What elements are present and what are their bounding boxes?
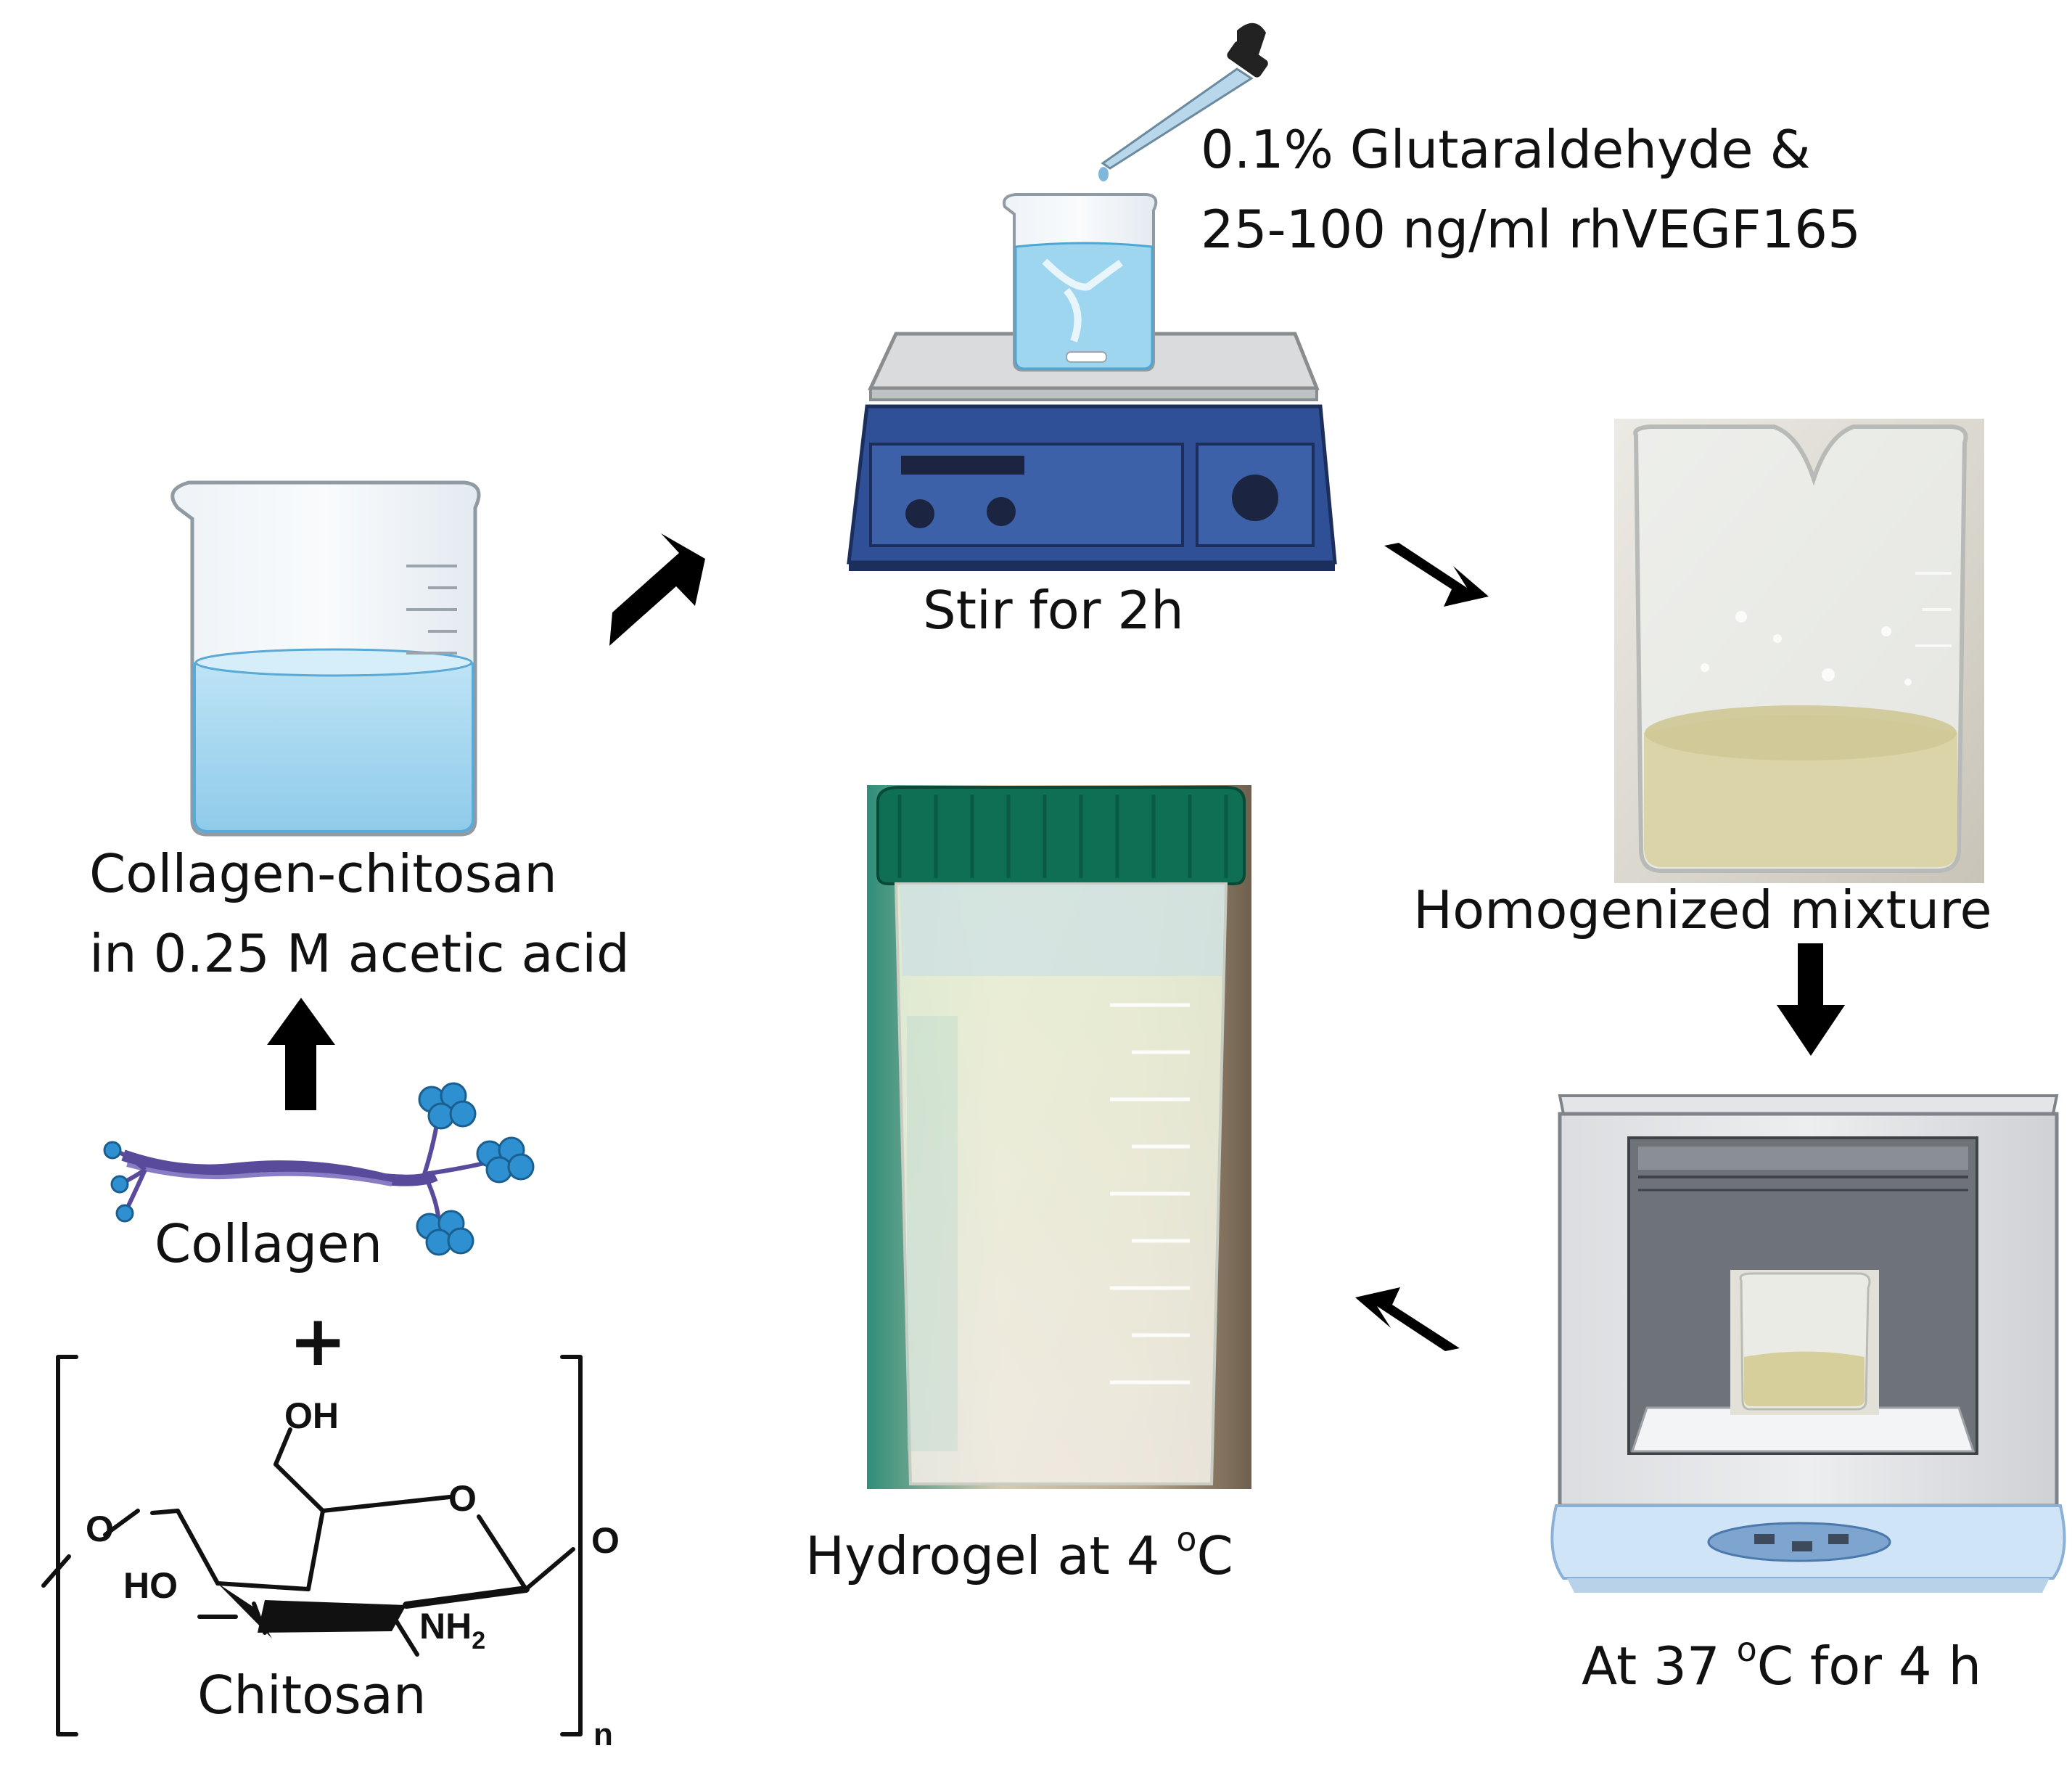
chitosan-nh2: NH2 xyxy=(419,1605,485,1655)
chitosan-o-ring: O xyxy=(448,1478,477,1519)
hydrogel-label-suffix: C xyxy=(1196,1525,1233,1586)
stir-beaker xyxy=(1003,193,1158,372)
chitosan-ho: HO xyxy=(123,1565,178,1606)
start-label-line1: Collagen-chitosan xyxy=(89,843,557,904)
chitosan-o-left: O xyxy=(86,1509,114,1549)
collagen-fiber-icon xyxy=(103,1082,535,1256)
chitosan-structure xyxy=(41,1355,583,1736)
chitosan-label: Chitosan xyxy=(197,1665,427,1726)
hydrogel-label: Hydrogel at 4 oC xyxy=(805,1522,1233,1582)
incubate-label-prefix: At 37 xyxy=(1582,1636,1737,1697)
collagen-label: Collagen xyxy=(155,1213,383,1274)
incubate-label: At 37 oC for 4 h xyxy=(1582,1633,1981,1692)
arrow-stirrer-to-mixture xyxy=(1384,543,1489,607)
degree-symbol: o xyxy=(1176,1519,1197,1559)
arrow-mixture-to-incubator xyxy=(1777,943,1845,1056)
chitosan-nh2-main: NH xyxy=(419,1606,472,1646)
stir-label: Stir for 2h xyxy=(923,580,1184,641)
chitosan-repeat-n: n xyxy=(593,1717,613,1752)
hydrogel-tube-photo xyxy=(867,785,1251,1489)
additive-label-line2: 25-100 ng/ml rhVEGF165 xyxy=(1201,199,1861,260)
plus-sign: + xyxy=(289,1300,348,1382)
arrow-beaker-to-stirrer xyxy=(609,533,705,646)
arrow-collagen-to-beaker xyxy=(267,998,335,1110)
chitosan-nh2-sub: 2 xyxy=(472,1627,486,1654)
homogenized-mixture-photo xyxy=(1614,419,1984,883)
degree-symbol: o xyxy=(1736,1630,1757,1669)
acetic-acid-beaker xyxy=(170,480,481,837)
start-label-line2: in 0.25 M acetic acid xyxy=(89,923,630,984)
dropper-icon xyxy=(1098,22,1268,181)
arrow-incubator-to-hydrogel xyxy=(1355,1287,1460,1351)
additive-label-line1: 0.1% Glutaraldehyde & xyxy=(1201,119,1811,180)
chitosan-oh-top: OH xyxy=(284,1395,339,1436)
chitosan-o-right: O xyxy=(591,1520,620,1561)
hydrogel-label-prefix: Hydrogel at 4 xyxy=(805,1525,1177,1586)
incubator xyxy=(1550,1094,2066,1593)
incubate-label-suffix: C for 4 h xyxy=(1756,1636,1982,1697)
homogenized-label: Homogenized mixture xyxy=(1413,879,1992,940)
